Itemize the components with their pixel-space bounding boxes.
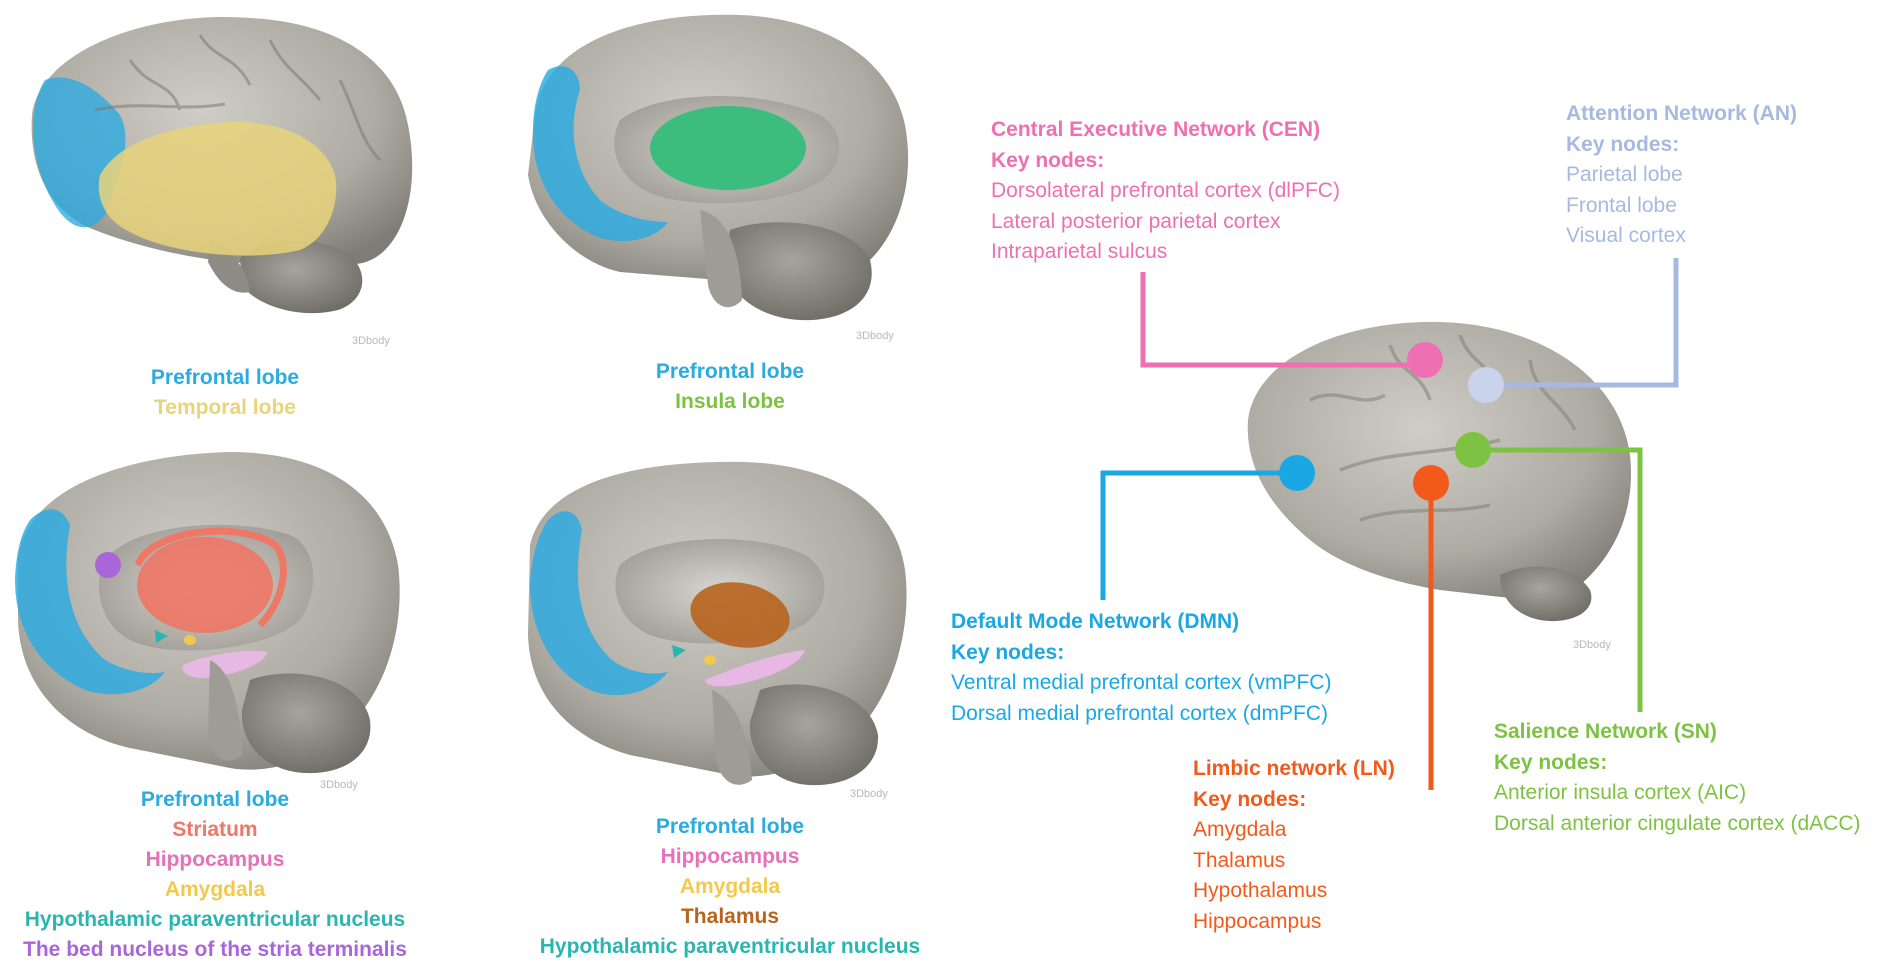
prefrontal-region xyxy=(532,66,668,242)
hippocampus-region xyxy=(705,650,805,687)
dmn-node-item: Dorsal medial prefrontal cortex (dmPFC) xyxy=(951,701,1328,725)
caption-label: Prefrontal lobe xyxy=(140,788,290,811)
caption-label: Temporal lobe xyxy=(154,396,296,419)
cen-connector xyxy=(1140,272,1425,368)
ln-node-item: Hypothalamus xyxy=(1193,879,1328,902)
dmn-node-item: Ventral medial prefrontal cortex (vmPFC) xyxy=(951,671,1332,694)
panel-3-brain xyxy=(15,452,400,774)
caption-label: Prefrontal lobe xyxy=(655,815,805,838)
an-node-item: Visual cortex xyxy=(1566,224,1686,247)
ln-title: Limbic network (LN) xyxy=(1193,757,1395,780)
an-connector xyxy=(1480,258,1679,388)
striatum-region xyxy=(137,537,273,633)
dmn-title: Default Mode Network (DMN) xyxy=(951,610,1240,633)
sn-block: Salience Network (SN) Key nodes: Anterio… xyxy=(1494,717,1860,839)
panel-1-brain xyxy=(31,16,413,314)
network-connectors xyxy=(1100,258,1679,790)
sn-node-item: Anterior insula cortex (AIC) xyxy=(1494,781,1747,804)
an-block: Attention Network (AN) Key nodes: Pariet… xyxy=(1566,99,1797,252)
sn-subtitle: Key nodes: xyxy=(1494,750,1608,774)
an-subtitle: Key nodes: xyxy=(1566,132,1680,156)
panel-4-caption: Prefrontal lobe Hippocampus Amygdala Tha… xyxy=(525,812,935,962)
an-node-item: Frontal lobe xyxy=(1566,193,1677,217)
sn-node-item: Dorsal anterior cingulate cortex (dACC) xyxy=(1494,811,1861,835)
caption-label: Hippocampus xyxy=(145,848,285,871)
amygdala-node xyxy=(184,635,196,645)
caption-label: Hypothalamic paraventricular nucleus xyxy=(539,935,921,958)
dmn-node xyxy=(1279,455,1315,491)
cen-node-item: Dorsolateral prefrontal cortex (dlPFC) xyxy=(991,179,1340,202)
hippocampus-region xyxy=(182,650,268,679)
brainstem xyxy=(208,660,242,761)
insula-region xyxy=(650,106,806,190)
panel-1-caption: Prefrontal lobe Temporal lobe xyxy=(105,363,345,423)
brain-cortex xyxy=(1247,321,1632,602)
cen-subtitle: Key nodes: xyxy=(991,148,1105,172)
bnst-node xyxy=(95,552,121,578)
dmn-subtitle: Key nodes: xyxy=(951,640,1065,664)
network-brain xyxy=(1247,321,1632,622)
ln-node-item: Thalamus xyxy=(1193,848,1286,872)
cerebellum xyxy=(241,673,371,774)
an-title: Attention Network (AN) xyxy=(1566,102,1797,125)
caption-label: Amygdala xyxy=(679,875,781,898)
caption-label: Hypothalamic paraventricular nucleus xyxy=(24,908,406,931)
sn-title: Salience Network (SN) xyxy=(1494,720,1717,743)
caption-label: Insula lobe xyxy=(675,390,785,413)
brainstem xyxy=(700,210,742,308)
watermark: 3Dbody xyxy=(856,330,894,342)
cerebellum xyxy=(725,222,872,321)
watermark: 3Dbody xyxy=(1573,639,1611,651)
pvn-node xyxy=(672,645,686,658)
panel-3-caption: Prefrontal lobe Striatum Hippocampus Amy… xyxy=(0,785,430,965)
prefrontal-region xyxy=(530,511,668,696)
cen-node-item: Lateral posterior parietal cortex xyxy=(991,209,1281,233)
cerebellum xyxy=(240,240,363,314)
cen-node xyxy=(1407,342,1443,378)
dmn-block: Default Mode Network (DMN) Key nodes: Ve… xyxy=(951,607,1331,729)
watermark: 3Dbody xyxy=(850,788,888,800)
cen-node-item: Intraparietal sulcus xyxy=(991,240,1168,263)
watermark: 3Dbody xyxy=(352,335,390,347)
thalamus-region xyxy=(690,582,790,648)
prefrontal-region xyxy=(15,509,165,695)
brainstem xyxy=(712,690,752,785)
cen-block: Central Executive Network (CEN) Key node… xyxy=(991,115,1340,268)
sn-connector xyxy=(1473,447,1643,712)
striatum-tail xyxy=(134,527,287,628)
panel-2-brain xyxy=(528,14,909,321)
sn-node xyxy=(1455,432,1491,468)
cerebellum xyxy=(1500,566,1592,622)
caption-label: The bed nucleus of the stria terminalis xyxy=(23,938,407,961)
amygdala-node xyxy=(704,655,716,665)
caption-label: Striatum xyxy=(172,818,258,841)
watermark: 3Dbody xyxy=(320,779,358,791)
cerebellum xyxy=(749,684,879,786)
cen-title: Central Executive Network (CEN) xyxy=(991,118,1321,141)
caption-label: Thalamus xyxy=(680,905,780,928)
ln-node-item: Hippocampus xyxy=(1193,909,1322,933)
ln-subtitle: Key nodes: xyxy=(1193,787,1307,811)
pvn-node xyxy=(155,630,168,643)
ln-node-item: Amygdala xyxy=(1193,818,1287,841)
caption-label: Hippocampus xyxy=(660,845,800,868)
panel-2-caption: Prefrontal lobe Insula lobe xyxy=(610,357,850,417)
caption-label: Prefrontal lobe xyxy=(150,366,300,389)
caption-label: Amygdala xyxy=(164,878,266,901)
an-node-item: Parietal lobe xyxy=(1566,163,1683,186)
an-node xyxy=(1468,367,1504,403)
panel-4-brain xyxy=(528,461,907,786)
caption-label: Prefrontal lobe xyxy=(655,360,805,383)
ln-block: Limbic network (LN) Key nodes: Amygdala … xyxy=(1193,754,1395,937)
dmn-connector xyxy=(1100,470,1290,600)
ln-node xyxy=(1413,465,1449,501)
temporal-region xyxy=(98,121,337,256)
